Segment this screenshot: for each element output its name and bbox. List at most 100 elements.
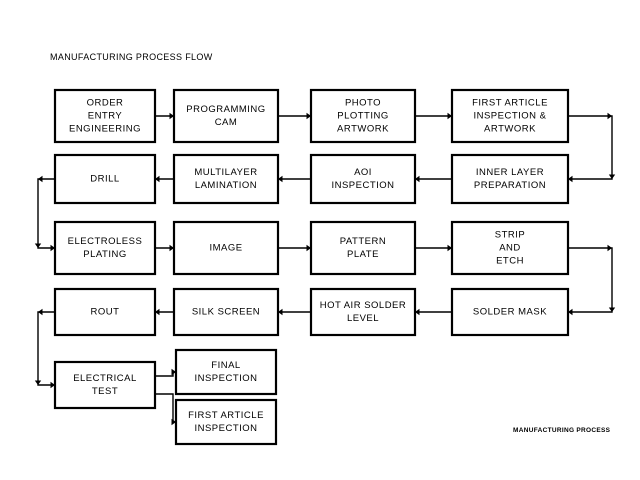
arrow-head [171, 368, 176, 376]
node-box [53, 88, 157, 144]
process-node[interactable]: AOI INSPECTION [309, 153, 417, 205]
node-box [172, 287, 280, 337]
node-label: INSPECTION [331, 180, 394, 191]
arrow-head [34, 380, 42, 385]
arrow-head [169, 112, 174, 120]
process-node[interactable]: DRILL [53, 153, 157, 205]
node-label: ARTWORK [337, 124, 389, 135]
process-node[interactable]: ELECTRICAL TEST [53, 360, 157, 410]
node-label: PROGRAMMING [186, 104, 265, 115]
node-box [172, 88, 280, 144]
page-title: MANUFACTURING PROCESS FLOW [50, 52, 213, 62]
process-node[interactable]: IMAGE [172, 220, 280, 276]
process-node[interactable]: SOLDER MASK [450, 287, 570, 337]
node-box [174, 348, 278, 396]
node-label: FINAL [211, 360, 240, 371]
arrow-head [278, 308, 283, 316]
node-label: AND [499, 243, 521, 254]
node-box [174, 398, 278, 446]
arrow-head [568, 175, 573, 183]
connector-wrap [37, 311, 55, 386]
node-label: PREPARATION [474, 180, 546, 191]
node-box [53, 287, 157, 337]
connector-layer [34, 112, 616, 426]
arrow-head [608, 174, 616, 179]
process-node[interactable]: MULTILAYER LAMINATION [172, 153, 280, 205]
arrow-head [155, 175, 160, 183]
node-label: ELECTROLESS [68, 236, 143, 247]
node-label: ENTRY [88, 111, 123, 122]
node-box [450, 220, 570, 276]
node-box [172, 153, 280, 205]
process-node[interactable]: PHOTO PLOTTING ARTWORK [309, 88, 417, 144]
arrow-head [447, 112, 452, 120]
process-node[interactable]: ELECTROLESS PLATING [53, 220, 157, 276]
node-label: LEVEL [347, 313, 379, 324]
process-node[interactable]: ORDER ENTRY ENGINEERING [53, 88, 157, 144]
node-label: ETCH [496, 256, 524, 267]
connector-wrap [37, 178, 55, 249]
process-node[interactable]: FIRST ARTICLE INSPECTION [174, 398, 278, 446]
arrow-head [171, 418, 176, 426]
node-box [450, 153, 570, 205]
node-box [53, 360, 157, 410]
node-label: INSPECTION [194, 423, 257, 434]
arrow-head [306, 112, 311, 120]
arrow-head [306, 244, 311, 252]
node-label: SOLDER MASK [473, 307, 547, 318]
node-box [450, 287, 570, 337]
node-box [309, 220, 417, 276]
node-label: ROUT [91, 307, 120, 318]
node-label: HOT AIR SOLDER [320, 300, 407, 311]
node-label: TEST [92, 386, 118, 397]
node-box [450, 88, 570, 144]
node-box [309, 287, 417, 337]
node-box [172, 220, 280, 276]
node-label: PLATE [347, 249, 379, 260]
arrow-head [278, 175, 283, 183]
node-label: PATTERN [340, 236, 386, 247]
arrow-head [38, 175, 43, 183]
node-label: PLATING [83, 249, 126, 260]
node-label: FIRST ARTICLE [188, 410, 264, 421]
node-label: PLOTTING [337, 111, 389, 122]
node-label: ENGINEERING [69, 124, 141, 135]
arrow-head [415, 308, 420, 316]
arrow-head [169, 244, 174, 252]
process-node[interactable]: HOT AIR SOLDER LEVEL [309, 287, 417, 337]
process-node[interactable]: STRIP AND ETCH [450, 220, 570, 276]
footer-caption: MANUFACTURING PROCESS [513, 427, 611, 434]
process-node[interactable]: FINAL INSPECTION [174, 348, 278, 396]
connector-wrap [568, 247, 613, 313]
node-label: STRIP [495, 230, 525, 241]
node-box [53, 153, 157, 205]
arrow-head [50, 381, 55, 389]
process-node[interactable]: PATTERN PLATE [309, 220, 417, 276]
arrow-head [50, 244, 55, 252]
node-label: ARTWORK [484, 124, 536, 135]
process-node[interactable]: SILK SCREEN [172, 287, 280, 337]
node-box [309, 88, 417, 144]
arrow-head [34, 243, 42, 248]
process-node[interactable]: ROUT [53, 287, 157, 337]
connector-wrap [568, 115, 613, 180]
arrow-head [607, 244, 612, 252]
arrow-head [447, 244, 452, 252]
node-label: MULTILAYER [194, 167, 257, 178]
node-label: FIRST ARTICLE [472, 98, 548, 109]
node-label: ELECTRICAL [73, 373, 137, 384]
node-label: LAMINATION [195, 180, 257, 191]
node-box [309, 153, 417, 205]
node-label: ORDER [87, 98, 124, 109]
arrow-head [38, 308, 43, 316]
arrow-head [607, 112, 612, 120]
node-label: AOI [354, 167, 372, 178]
connector-branch [155, 393, 176, 423]
node-label: PHOTO [345, 98, 381, 109]
node-label: INSPECTION [194, 373, 257, 384]
